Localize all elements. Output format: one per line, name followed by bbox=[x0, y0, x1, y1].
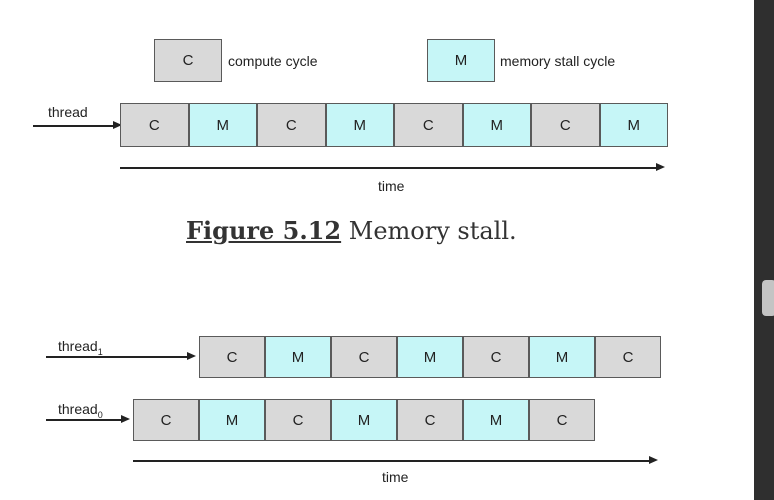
thread-cell-label: C bbox=[422, 116, 434, 134]
time-label-1: time bbox=[378, 178, 405, 194]
thread1-memory-cell: M bbox=[397, 336, 463, 378]
legend-compute-label: compute cycle bbox=[228, 53, 318, 69]
thread1-compute-cell: C bbox=[595, 336, 661, 378]
time-axis-1 bbox=[120, 167, 657, 169]
thread0-memory-cell: M bbox=[199, 399, 265, 441]
thread-cell-label: C bbox=[559, 116, 571, 134]
thread-cell-label: M bbox=[490, 116, 504, 134]
thread1-cell-label: C bbox=[622, 348, 634, 366]
thread-cell-label: M bbox=[627, 116, 641, 134]
legend-memory-label: memory stall cycle bbox=[500, 53, 616, 69]
thread1-label-text: thread bbox=[58, 338, 98, 354]
thread1-subscript: 1 bbox=[97, 346, 103, 357]
thread-memory-cell: M bbox=[188, 103, 257, 147]
thread-memory-cell: M bbox=[325, 103, 394, 147]
thread0-cell-label: M bbox=[489, 411, 503, 429]
thread-compute-cell: C bbox=[120, 103, 189, 147]
thread0-compute-cell: C bbox=[133, 399, 199, 441]
time-axis-2 bbox=[133, 460, 650, 462]
thread-cell-label: M bbox=[353, 116, 367, 134]
time-axis-2-head bbox=[649, 456, 658, 464]
time-label-2: time bbox=[382, 469, 409, 485]
thread0-memory-cell: M bbox=[463, 399, 529, 441]
thread0-compute-cell: C bbox=[529, 399, 595, 441]
thread-cell-label: C bbox=[148, 116, 160, 134]
thread1-arrow bbox=[46, 356, 188, 358]
thread1-cell-label: C bbox=[358, 348, 370, 366]
thread-arrow bbox=[33, 125, 115, 127]
thread-compute-cell: C bbox=[257, 103, 326, 147]
thread0-compute-cell: C bbox=[397, 399, 463, 441]
thread1-cell-label: M bbox=[555, 348, 569, 366]
thread0-cell-label: C bbox=[160, 411, 172, 429]
thread-compute-cell: C bbox=[531, 103, 600, 147]
thread0-label-text: thread bbox=[58, 401, 98, 417]
thread1-memory-cell: M bbox=[529, 336, 595, 378]
legend-memory-symbol: M bbox=[454, 52, 468, 69]
thread1-compute-cell: C bbox=[199, 336, 265, 378]
thread1-cell-label: M bbox=[423, 348, 437, 366]
thread0-cell-label: M bbox=[225, 411, 239, 429]
thread1-compute-cell: C bbox=[463, 336, 529, 378]
figure-caption: Figure 5.12 Memory stall. bbox=[186, 216, 517, 245]
thread1-arrow-head bbox=[187, 352, 196, 360]
legend-compute-box: C bbox=[154, 39, 222, 82]
thread-cell-label: M bbox=[216, 116, 230, 134]
thread1-compute-cell: C bbox=[331, 336, 397, 378]
thread-cell-label: C bbox=[285, 116, 297, 134]
thread1-cell-label: M bbox=[291, 348, 305, 366]
thread1-cell-label: C bbox=[490, 348, 502, 366]
thread0-cell-label: C bbox=[556, 411, 568, 429]
thread0-label: thread0 bbox=[58, 401, 103, 420]
scrollbar-thumb[interactable] bbox=[762, 280, 774, 316]
thread-arrow-head bbox=[113, 121, 122, 129]
thread0-cell-label: M bbox=[357, 411, 371, 429]
document-viewer: C compute cycle M memory stall cycle thr… bbox=[33, 39, 668, 485]
thread0-arrow bbox=[46, 419, 122, 421]
thread0-memory-cell: M bbox=[331, 399, 397, 441]
thread0-compute-cell: C bbox=[265, 399, 331, 441]
scrollbar-track[interactable] bbox=[754, 0, 774, 500]
thread1-label: thread1 bbox=[58, 338, 103, 357]
figure-reference: Figure 5.12 bbox=[186, 216, 342, 245]
legend-memory-box: M bbox=[427, 39, 495, 82]
thread-memory-cell: M bbox=[599, 103, 668, 147]
time-axis-1-head bbox=[656, 163, 665, 171]
thread1-cell-label: C bbox=[226, 348, 238, 366]
thread-memory-cell: M bbox=[462, 103, 531, 147]
thread-compute-cell: C bbox=[394, 103, 463, 147]
thread0-arrow-head bbox=[121, 415, 130, 423]
thread0-cell-label: C bbox=[424, 411, 436, 429]
legend-compute-symbol: C bbox=[182, 52, 194, 69]
thread0-subscript: 0 bbox=[97, 409, 103, 420]
thread1-memory-cell: M bbox=[265, 336, 331, 378]
thread-label: thread bbox=[48, 104, 88, 120]
figure-caption-text: Memory stall. bbox=[348, 217, 517, 245]
thread0-cell-label: C bbox=[292, 411, 304, 429]
